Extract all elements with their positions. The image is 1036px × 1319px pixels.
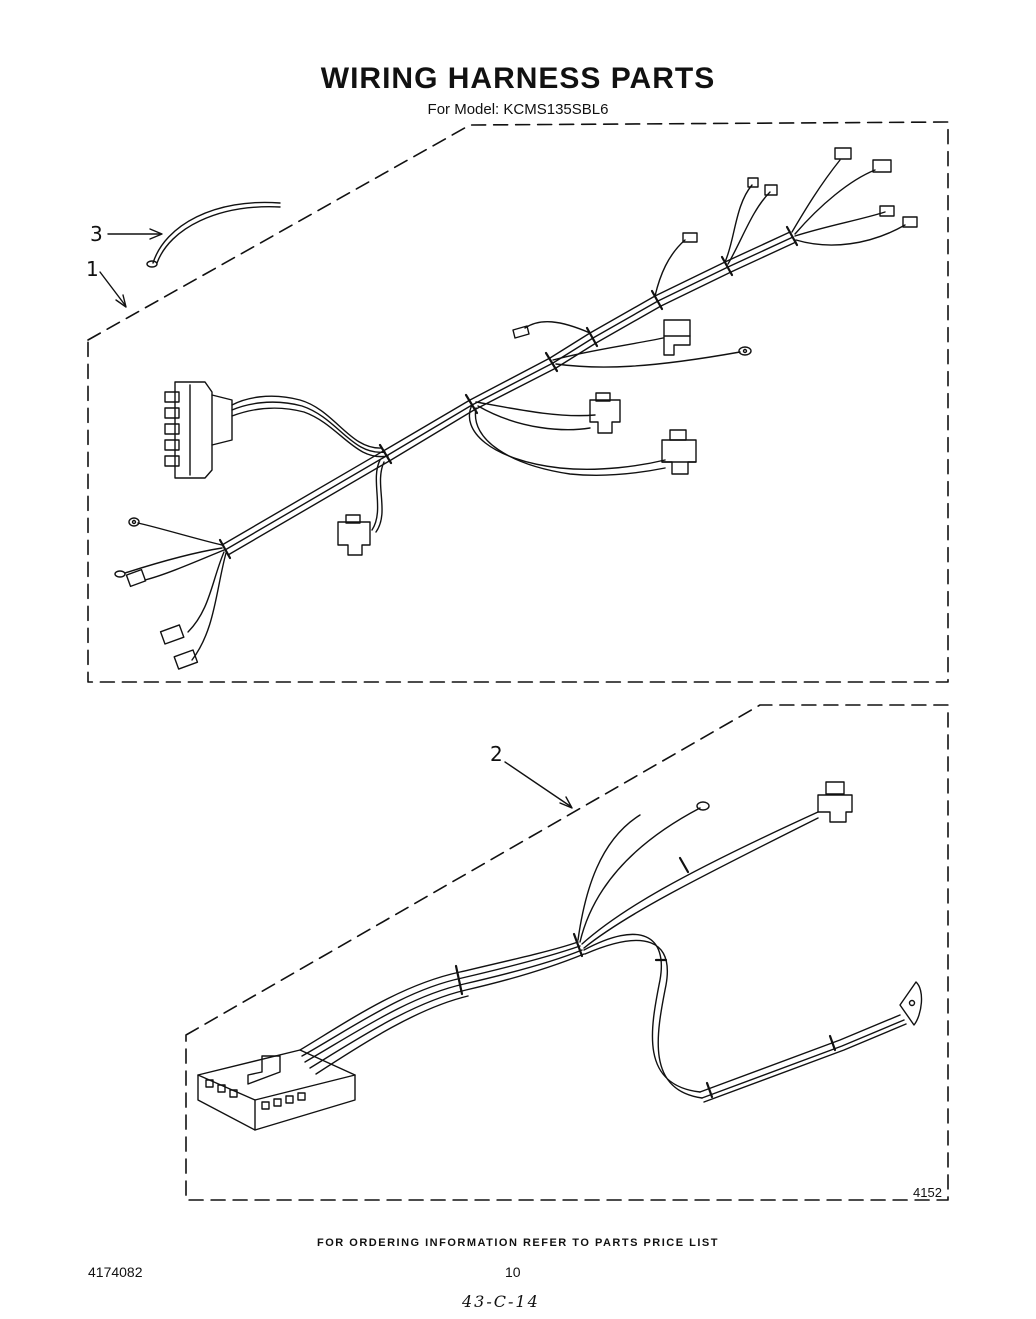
harness-1-tie-bands <box>218 225 799 560</box>
left-end-terminals <box>114 517 199 670</box>
harness-1-mid-branches <box>468 401 666 476</box>
harness-1-trunk <box>221 231 797 556</box>
callout-3-leader <box>107 228 163 240</box>
ordering-info-note: FOR ORDERING INFORMATION REFER TO PARTS … <box>317 1237 719 1249</box>
harness-2-ring-terminal <box>696 801 710 811</box>
document-number: 4174082 <box>88 1264 143 1280</box>
callout-2-leader <box>504 761 573 809</box>
callout-1-leader <box>99 271 127 308</box>
harness-2-flange-terminal <box>899 981 923 1026</box>
model-subtitle: For Model: KCMS135SBL6 <box>427 101 609 118</box>
harness-2-main-connector <box>197 1049 356 1131</box>
callout-2-label: 2 <box>490 742 503 766</box>
handwritten-note: 43-C-14 <box>462 1292 540 1311</box>
harness-2-bundle <box>299 941 585 1075</box>
block-connector-lower-right <box>661 429 697 475</box>
block-connector-lower <box>337 514 371 556</box>
multi-pin-connector <box>164 381 233 479</box>
harness-1-multi-connector-branch <box>231 395 389 458</box>
upper-branch-terminals <box>512 147 918 356</box>
part-3-jumper-wire <box>146 201 281 268</box>
block-connector-mid-right <box>589 392 621 434</box>
harness-2-block-connector <box>817 781 853 823</box>
harness-2-branches <box>577 807 907 1103</box>
harness-1-branch-lower-block <box>371 459 385 533</box>
page-number: 10 <box>505 1264 521 1280</box>
callout-1-label: 1 <box>86 257 99 281</box>
lower-panel-outline <box>185 704 949 1201</box>
callout-3-label: 3 <box>90 222 103 246</box>
harness-1-upper-branches <box>524 159 906 368</box>
figure-code: 4152 <box>913 1185 942 1200</box>
harness-1-left-end-wires <box>124 522 227 661</box>
upper-panel-outline <box>87 121 949 683</box>
page-title: WIRING HARNESS PARTS <box>320 62 716 95</box>
